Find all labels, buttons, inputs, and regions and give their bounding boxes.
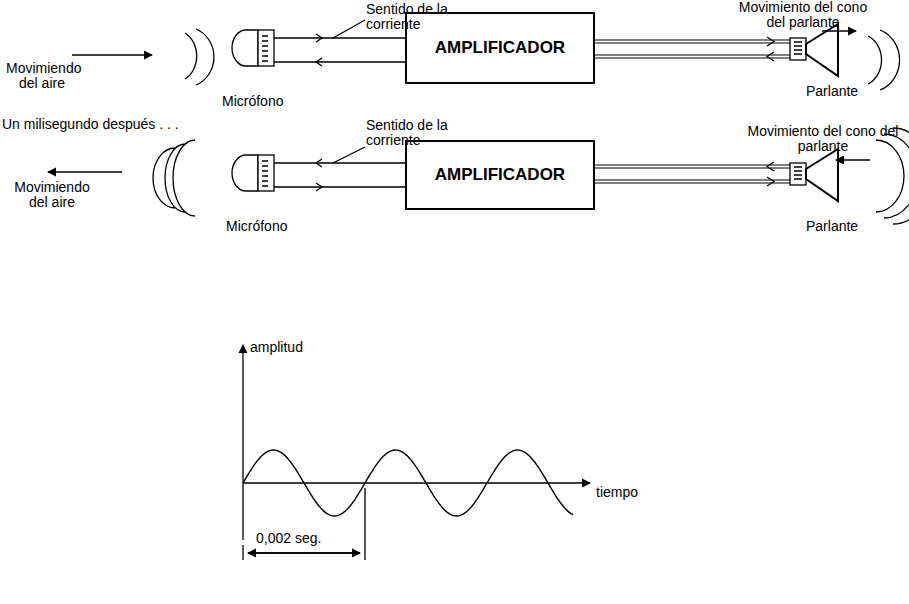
cone-motion-label: Movimiento del cono del parlante bbox=[738, 124, 908, 154]
microphone-label: Micrófono bbox=[226, 219, 316, 234]
axis-label: tiempo bbox=[596, 485, 666, 500]
amplifier-box: AMPLIFICADOR bbox=[405, 140, 595, 210]
box-title: AMPLIFICADOR bbox=[427, 34, 573, 62]
speaker-label: Parlante bbox=[806, 219, 886, 234]
current-label: Sentido de la corriente bbox=[366, 118, 466, 148]
air-motion-label: Movimiendo del aire bbox=[6, 61, 78, 91]
cone-motion-label: Movimiento del cono del parlante bbox=[738, 0, 868, 30]
air-motion-label: Movimiendo del aire bbox=[12, 180, 92, 210]
box-title: AMPLIFICADOR bbox=[427, 161, 573, 189]
dimension-label: 0,002 seg. bbox=[256, 531, 356, 546]
time-note: Un milisegundo después . . . bbox=[2, 117, 232, 132]
speaker-label: Parlante bbox=[806, 84, 886, 99]
axis-label: amplitud bbox=[250, 340, 330, 355]
microphone-label: Micrófono bbox=[222, 94, 312, 109]
current-label: Sentido de la corriente bbox=[366, 2, 466, 32]
amplifier-box: AMPLIFICADOR bbox=[405, 12, 595, 84]
